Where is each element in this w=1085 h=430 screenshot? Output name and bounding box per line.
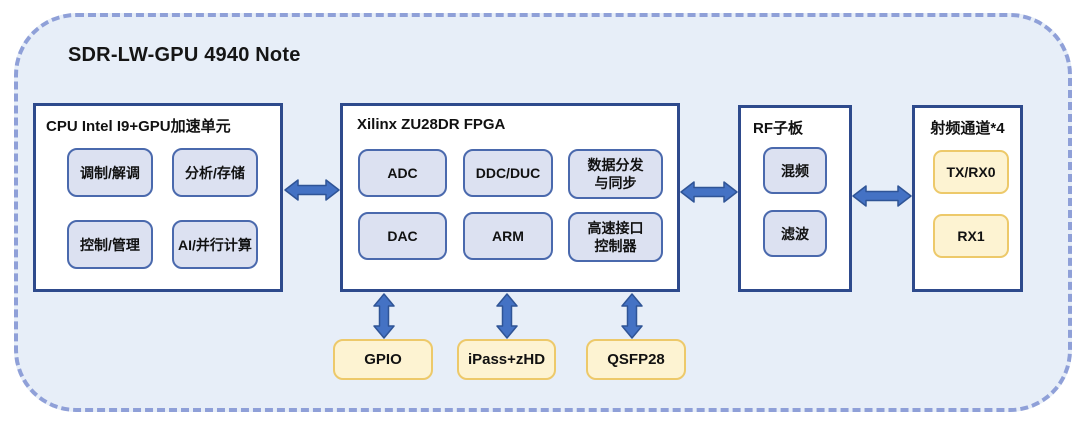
module-adc-label: ADC	[387, 165, 418, 181]
module-ddc-duc-label: DDC/DUC	[475, 165, 541, 181]
module-arm-label: ARM	[492, 228, 524, 244]
module-ai-parallel-computing: AI/并行计算	[172, 220, 258, 269]
module-filter: 滤波	[763, 210, 827, 257]
module-arm: ARM	[463, 212, 553, 260]
module-highspeed-line1: 高速接口	[587, 220, 644, 236]
module-rx1: RX1	[933, 214, 1009, 258]
module-control-management: 控制/管理	[67, 220, 153, 269]
module-highspeed-line2: 控制器	[594, 238, 637, 254]
module-analysis-storage: 分析/存储	[172, 148, 258, 197]
module-adc: ADC	[358, 149, 447, 197]
module-data-dispatch-sync: 数据分发 与同步	[568, 149, 663, 199]
module-mixer: 混频	[763, 147, 827, 194]
module-modulation-demodulation: 调制/解调	[67, 148, 153, 197]
module-dac-label: DAC	[387, 228, 418, 244]
fpga-block: Xilinx ZU28DR FPGA ADC DDC/DUC 数据分发 与同步 …	[340, 103, 680, 292]
rf-board-block: RF子板 混频 滤波	[738, 105, 852, 292]
connector-qsfp28: QSFP28	[586, 339, 686, 380]
connector-ipass-zhd: iPass+zHD	[457, 339, 556, 380]
module-data-dispatch-line1: 数据分发	[587, 157, 644, 173]
module-data-dispatch-line2: 与同步	[594, 175, 637, 191]
cpu-block: CPU Intel I9+GPU加速单元 调制/解调 分析/存储 控制/管理 A…	[33, 103, 283, 292]
connector-gpio: GPIO	[333, 339, 433, 380]
module-ddc-duc: DDC/DUC	[463, 149, 553, 197]
rf-board-title: RF子板	[753, 120, 803, 137]
cpu-block-title: CPU Intel I9+GPU加速单元	[46, 118, 231, 135]
module-tx-rx0: TX/RX0	[933, 150, 1009, 194]
module-highspeed-interface-controller: 高速接口 控制器	[568, 212, 663, 262]
fpga-block-title: Xilinx ZU28DR FPGA	[357, 116, 506, 133]
diagram-title: SDR-LW-GPU 4940 Note	[68, 44, 301, 66]
module-dac: DAC	[358, 212, 447, 260]
rf-channel-title: 射频通道*4	[930, 120, 1005, 137]
rf-channel-block: 射频通道*4 TX/RX0 RX1	[912, 105, 1023, 292]
